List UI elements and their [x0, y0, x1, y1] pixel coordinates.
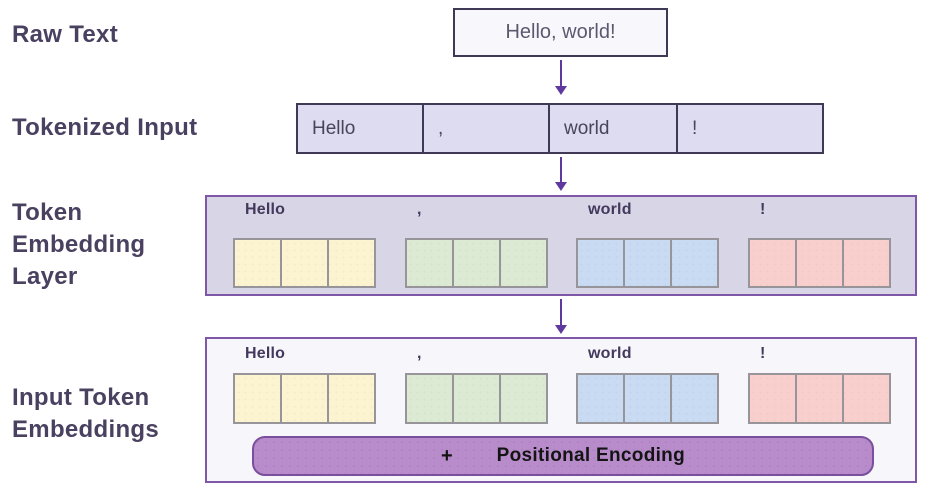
embedding-vector [576, 373, 719, 424]
embedding-vector [233, 373, 376, 424]
tokenized-input-row: Hello , world ! [296, 103, 824, 154]
group-token-label: world [588, 345, 632, 362]
positional-encoding-bar: + Positional Encoding [252, 436, 874, 476]
embedding-cell [625, 240, 672, 286]
input-token-embeddings-panel: Hello , world ! + Positional Encoding [205, 337, 917, 483]
embedding-cell [578, 240, 625, 286]
embedding-cell [625, 375, 672, 422]
embedding-cell [844, 375, 889, 422]
embedding-cell [407, 375, 454, 422]
raw-text-value: Hello, world! [505, 21, 616, 43]
group-token-label: world [588, 201, 632, 218]
embedding-cell [501, 240, 546, 286]
down-arrow-raw-to-tokens [554, 60, 568, 95]
token-text: world [564, 117, 610, 139]
embedding-cell [672, 240, 717, 286]
positional-encoding-label: Positional Encoding [496, 445, 685, 466]
embedding-cell [750, 375, 797, 422]
embedding-cell [797, 375, 844, 422]
label-raw-text: Raw Text [12, 21, 118, 48]
arrow-stem [560, 299, 562, 325]
down-arrow-tokens-to-embedding [554, 157, 568, 191]
embedding-vector [405, 373, 548, 424]
token-cell-world: world [550, 105, 678, 152]
token-text: ! [692, 117, 698, 139]
group-token-label: , [417, 345, 422, 362]
arrow-stem [560, 60, 562, 86]
embedding-cell [282, 240, 329, 286]
arrow-head-icon [555, 182, 567, 191]
embedding-cell [329, 375, 374, 422]
group-token-label: ! [760, 345, 766, 362]
embedding-cell [454, 240, 501, 286]
embedding-vector [576, 238, 719, 288]
token-text: Hello [312, 117, 356, 139]
embedding-cell [578, 375, 625, 422]
embedding-cell [282, 375, 329, 422]
group-token-label: Hello [245, 345, 286, 362]
embedding-vector [233, 238, 376, 288]
label-tokenized-input: Tokenized Input [12, 114, 198, 141]
embedding-cell [797, 240, 844, 286]
embedding-cell [750, 240, 797, 286]
token-cell-hello: Hello [298, 105, 424, 152]
raw-text-box: Hello, world! [453, 8, 668, 57]
embedding-cell [454, 375, 501, 422]
label-input-token-embeddings: Input Token Embeddings [12, 384, 160, 443]
token-cell-exclaim: ! [678, 105, 822, 152]
embedding-cell [501, 375, 546, 422]
token-embedding-layer-panel: Hello , world ! [205, 195, 917, 296]
embedding-vector [405, 238, 548, 288]
embedding-cell [672, 375, 717, 422]
arrow-stem [560, 157, 562, 182]
label-token-embedding-layer: Token Embedding Layer [12, 199, 146, 290]
embedding-vector [748, 373, 891, 424]
arrow-head-icon [555, 86, 567, 95]
token-cell-comma: , [424, 105, 550, 152]
down-arrow-embedding-to-input [554, 299, 568, 334]
embedding-cell [329, 240, 374, 286]
embedding-cell [235, 240, 282, 286]
group-token-label: , [417, 201, 422, 218]
group-token-label: ! [760, 201, 766, 218]
embedding-cell [844, 240, 889, 286]
embedding-cell [407, 240, 454, 286]
embedding-cell [235, 375, 282, 422]
token-text: , [438, 117, 444, 139]
arrow-head-icon [555, 325, 567, 334]
embedding-vector [748, 238, 891, 288]
plus-operator: + [440, 444, 453, 467]
group-token-label: Hello [245, 201, 286, 218]
